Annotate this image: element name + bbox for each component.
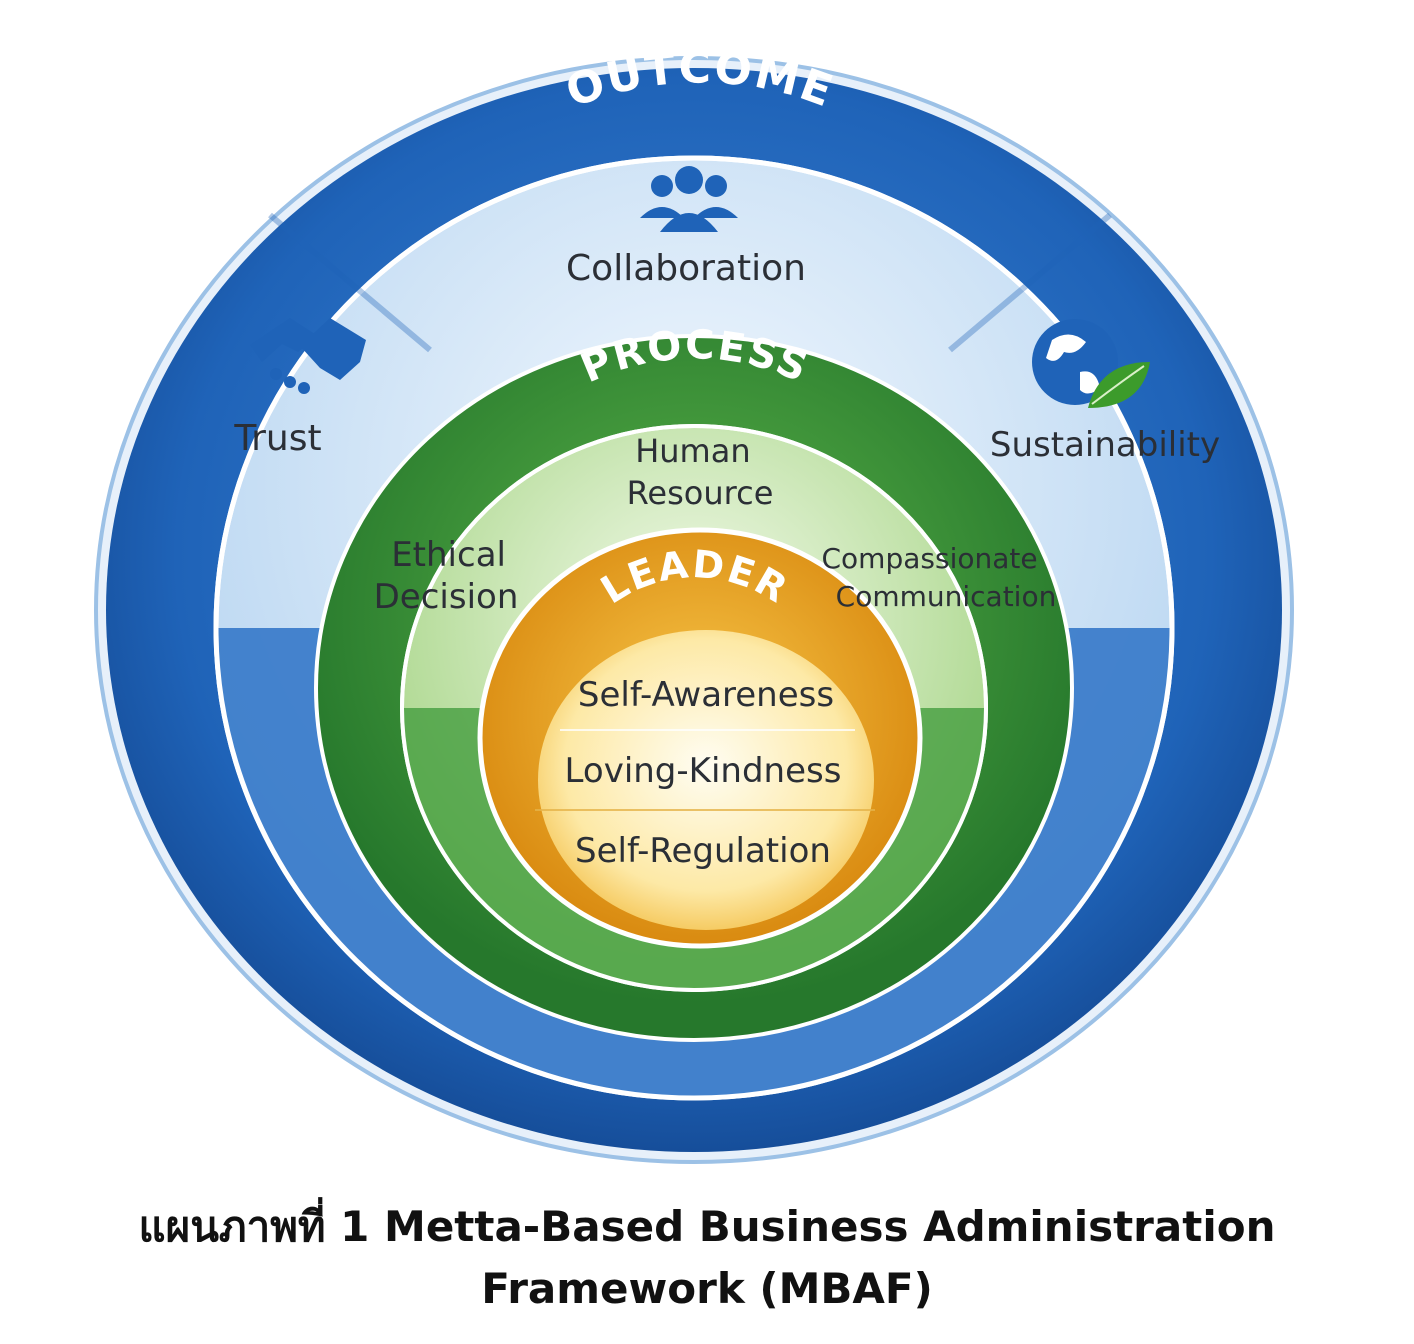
globe-leaf-icon xyxy=(1032,319,1150,408)
leader-ring xyxy=(477,527,923,949)
caption-line-1: แผนภาพที่ 1 Metta-Based Business Adminis… xyxy=(138,1202,1276,1251)
label-self-regulation: Self-Regulation xyxy=(575,831,831,871)
label-ethical-decision: Ethical Decision xyxy=(374,535,519,617)
mbaf-diagram: OUTCOME PROCESS LEADER xyxy=(94,56,1294,1164)
caption-line-2: Framework (MBAF) xyxy=(481,1264,933,1313)
label-self-awareness: Self-Awareness xyxy=(578,675,834,715)
people-group-icon xyxy=(640,166,738,232)
figure-caption: แผนภาพที่ 1 Metta-Based Business Adminis… xyxy=(0,1196,1414,1320)
label-compassionate-communication: Compassionate Communication xyxy=(822,542,1057,613)
label-human-resource: Human Resource xyxy=(627,432,774,512)
label-trust: Trust xyxy=(233,418,321,459)
label-collaboration: Collaboration xyxy=(566,248,806,289)
label-sustainability: Sustainability xyxy=(990,425,1220,465)
label-loving-kindness: Loving-Kindness xyxy=(565,751,842,791)
handshake-icon xyxy=(250,318,366,394)
